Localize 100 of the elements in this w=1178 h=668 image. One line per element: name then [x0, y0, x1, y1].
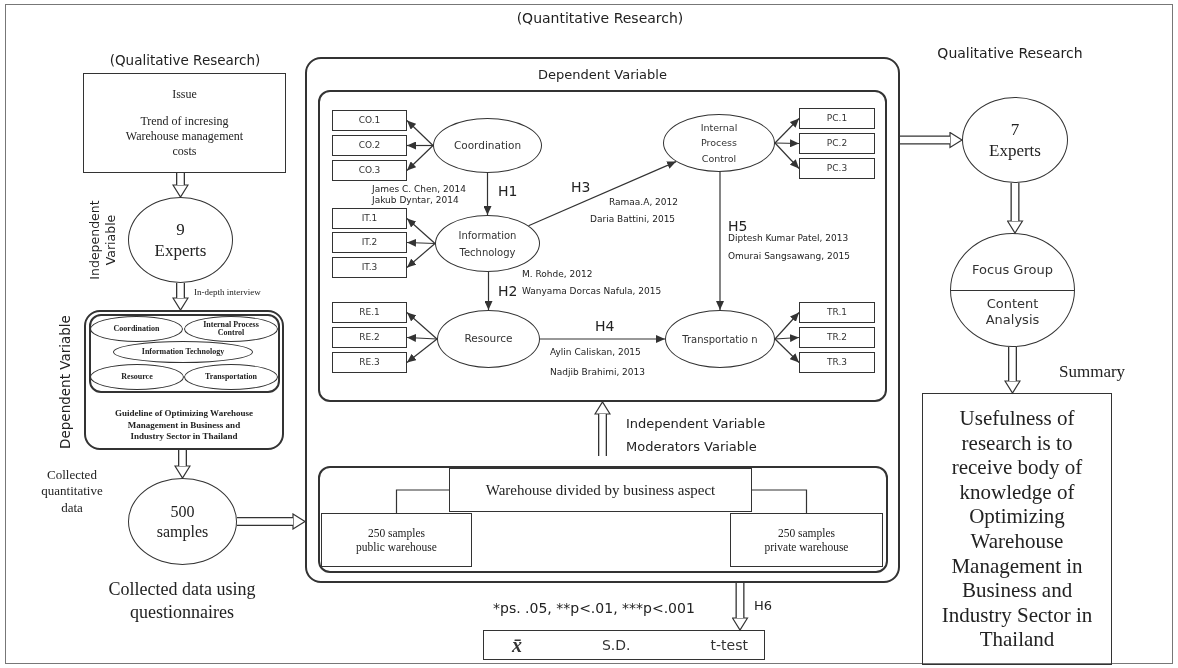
text-label: M. Rohde, 2012 [522, 268, 593, 281]
node-caption: Collected quantitative data [40, 467, 104, 516]
indicator-box [799, 158, 875, 179]
node-label: Issue [172, 87, 197, 102]
indicator-box [799, 327, 875, 348]
node-label: 7 Experts [988, 118, 1042, 162]
text-label: Ramaa.A, 2012 [609, 196, 678, 209]
text-label: Jakub Dyntar, 2014 [372, 194, 459, 207]
indicator-box [332, 135, 407, 156]
node-label: IT.2 [361, 235, 378, 249]
text-label: (Qualitative Research) [108, 51, 262, 70]
node-label: S.D. [602, 635, 631, 655]
arrow [527, 161, 677, 227]
construct-ellipse [433, 118, 542, 173]
node-label: Resource [121, 372, 153, 382]
node-label: Usefulness of research is to receive body of knowledge of Optimizing Warehouse Management in Business and Industry Sector in Thailand [940, 406, 1094, 652]
arrow [483, 172, 492, 216]
arrow [406, 144, 434, 172]
vertical-label: Independent Variable [86, 199, 119, 282]
indicator-box [332, 257, 407, 278]
samples-ellipse [128, 478, 237, 565]
node-label: t-test [710, 635, 748, 655]
text-label: (Quantitative Research) [515, 9, 685, 28]
indicator-box [799, 352, 875, 373]
arrow [406, 311, 438, 340]
arrow [716, 171, 724, 311]
arrow [484, 271, 493, 311]
arrow [406, 238, 436, 247]
indicator-box [332, 160, 407, 181]
guideline-panel [84, 310, 284, 450]
node-label: Resource [464, 331, 513, 347]
text-label: *ps. .05, **p<.01, ***p<.001 [493, 599, 695, 618]
node-label: Content Analysis [984, 296, 1041, 329]
arrow [774, 139, 800, 148]
indicator-box [799, 302, 875, 323]
sample-box [730, 513, 883, 567]
node-label: 250 samples private warehouse [763, 525, 850, 555]
indicator-box [332, 208, 407, 229]
arrow [406, 141, 434, 150]
node-label: TR.3 [827, 355, 847, 369]
indicator-box [332, 302, 407, 323]
moderator-panel [318, 466, 888, 573]
construct-ellipse [435, 215, 540, 272]
node-label: Coordination [113, 324, 160, 334]
node-label: Guideline of Optimizing Warehouse Management in Business and Industry Sector in Thailand [114, 408, 254, 442]
node-label: Trend of incresing Warehouse management costs [124, 114, 245, 159]
node-label: IT.3 [361, 260, 378, 274]
node-label: PC.2 [826, 136, 848, 150]
edge-label: In-depth interview [193, 286, 262, 300]
panel-frame [89, 314, 280, 393]
arrow [406, 119, 434, 147]
node-label: Transportation [205, 372, 257, 382]
node-label: 500 samples [155, 501, 210, 542]
arrow [774, 117, 800, 144]
node-label: Internal Process Control [202, 321, 260, 337]
indicator-box [799, 108, 875, 129]
text-label: Nadjib Brahimi, 2013 [550, 366, 646, 379]
indicator-box [332, 352, 407, 373]
text-label: James C. Chen, 2014 [372, 183, 466, 196]
text-label: Aylin Caliskan, 2015 [550, 346, 641, 359]
node-label: IT.1 [361, 211, 378, 225]
node-label: PC.1 [826, 111, 848, 125]
node-label: CO.3 [358, 163, 381, 177]
node-label: 9 Experts [153, 218, 208, 262]
connector-line [751, 489, 808, 514]
node-label: TR.2 [827, 330, 847, 344]
text-label: Daria Battini, 2015 [590, 213, 676, 226]
node-label: Warehouse divided by business aspect [485, 480, 716, 500]
arrow [406, 217, 436, 245]
vertical-label: Dependent Variable [57, 314, 75, 451]
arrow [406, 242, 436, 269]
arrow [539, 335, 666, 343]
node-label: Dependent Variable [538, 66, 667, 84]
node-label: CO.2 [358, 138, 381, 152]
node-label: PC.3 [826, 161, 848, 175]
connector-line [395, 489, 450, 514]
text-label: Qualitative Research [936, 44, 1084, 63]
indicator-box [332, 232, 407, 253]
statistics-box [483, 630, 765, 660]
node-label: RE.3 [359, 355, 380, 369]
arrow [774, 338, 800, 364]
category-box [449, 468, 752, 512]
node-label: RE.2 [359, 330, 380, 344]
arrow [774, 142, 800, 170]
node-label: Coordination [453, 137, 522, 153]
arrow [406, 338, 438, 364]
arrow [774, 334, 800, 343]
node-label: TR.1 [827, 305, 847, 319]
node-label: Information Technology [457, 228, 518, 260]
issue-box [83, 73, 286, 173]
node-label: CO.1 [358, 113, 381, 127]
indicator-box [332, 110, 407, 131]
node-label: RE.1 [359, 305, 380, 319]
focus-group-circle [950, 233, 1075, 347]
node-caption: Collected data using questionnaires [107, 578, 257, 623]
indicator-box [332, 327, 407, 348]
text-label: Wanyama Dorcas Nafula, 2015 [522, 285, 662, 298]
text-label: Omurai Sangsawang, 2015 [728, 250, 850, 263]
node-label: Internal Process Control [699, 121, 739, 166]
summary-box [922, 393, 1112, 665]
